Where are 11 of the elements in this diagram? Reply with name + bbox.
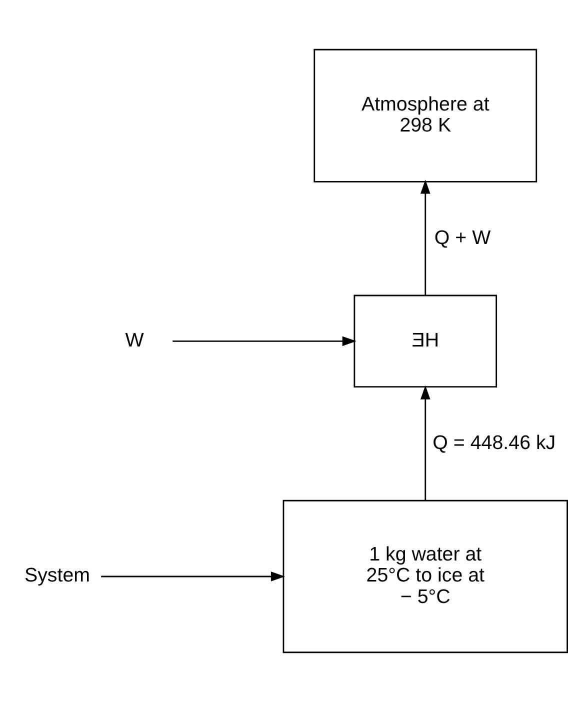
- edge-label: Q + W: [434, 226, 491, 249]
- node-box: 1 kg water at 25°C to ice at − 5°C: [282, 500, 568, 654]
- node-box: ƎH: [354, 294, 498, 388]
- arrow: [101, 572, 286, 582]
- arrow: [420, 180, 430, 296]
- node-box: Atmosphere at 298 K: [314, 48, 538, 182]
- arrow: [172, 336, 356, 346]
- edge-label: Q = 448.46 kJ: [432, 432, 556, 454]
- node-text: W: [125, 329, 144, 352]
- node-text: System: [24, 564, 90, 587]
- arrow: [420, 385, 430, 500]
